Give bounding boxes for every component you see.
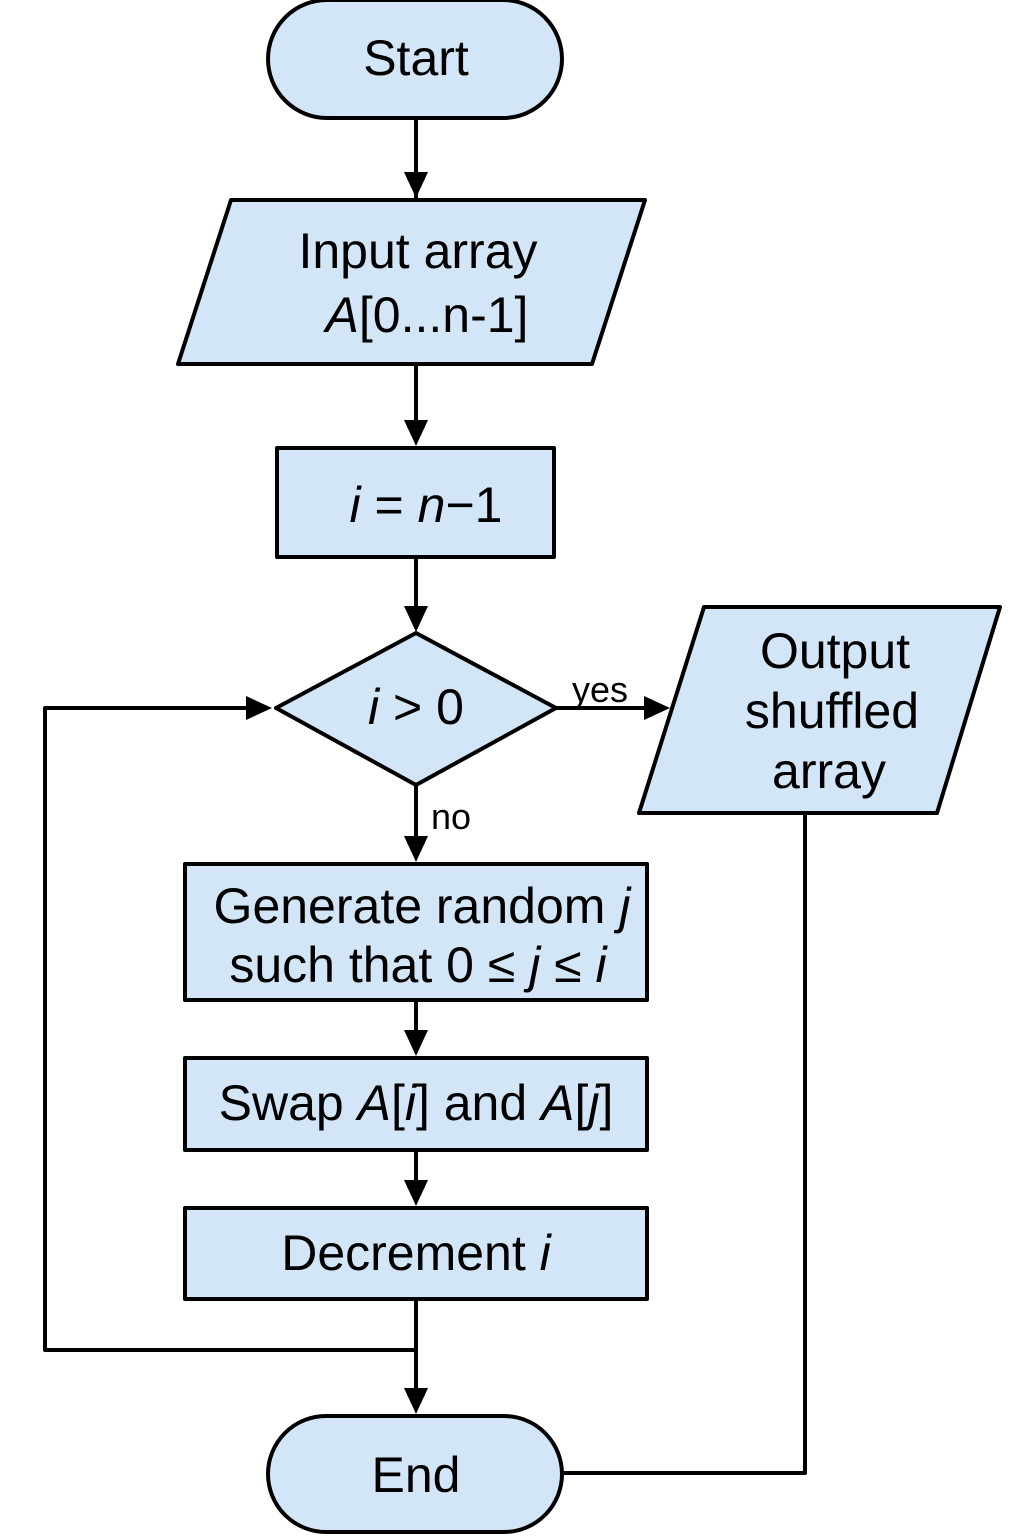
- input-label-line2: A[0...n-1]: [323, 287, 529, 343]
- swap-process-shape: [183, 1056, 649, 1152]
- decrement-label: Decrement i: [281, 1225, 552, 1281]
- node-generate: Generate random j such that 0 ≤ j ≤ i: [183, 862, 649, 1002]
- node-init: i = n−1: [275, 446, 556, 559]
- arrow-generate-to-swap: [404, 1030, 428, 1056]
- swap-label: Swap A[i] and A[j]: [219, 1075, 614, 1131]
- node-start: Start: [266, 0, 564, 120]
- edges: yes no: [43, 118, 807, 1475]
- node-end: End: [266, 1414, 564, 1534]
- output-label-line3: array: [772, 743, 886, 799]
- edge-loop-back: [43, 706, 416, 1352]
- arrow-swap-to-decrement: [404, 1180, 428, 1206]
- init-process-shape: [275, 446, 556, 559]
- input-parallelogram: [176, 198, 647, 366]
- end-terminal-shape: [266, 1414, 564, 1534]
- node-decrement: Decrement i: [183, 1206, 649, 1301]
- no-label: no: [431, 796, 471, 837]
- arrow-decision-yes: [644, 696, 670, 720]
- arrow-loop-back: [246, 696, 272, 720]
- decision-diamond: [274, 631, 558, 787]
- arrow-decrement-to-end: [404, 1388, 428, 1414]
- node-input: Input array A[0...n-1]: [176, 198, 647, 366]
- arrow-input-to-init: [404, 420, 428, 446]
- generate-process-shape: [183, 862, 649, 1002]
- node-swap: Swap A[i] and A[j]: [183, 1056, 649, 1152]
- start-label: Start: [363, 30, 469, 86]
- node-decision: i > 0: [274, 631, 558, 787]
- decrement-process-shape: [183, 1206, 649, 1301]
- arrow-decision-no: [404, 836, 428, 862]
- edge-output-to-end: [562, 813, 807, 1475]
- output-label-line2: shuffled: [745, 683, 919, 739]
- generate-label-line1: Generate random j: [214, 878, 633, 934]
- output-parallelogram: [637, 605, 1002, 815]
- output-label-line1: Output: [760, 623, 910, 679]
- input-label-line1: Input array: [298, 223, 537, 279]
- start-terminal-shape: [266, 0, 564, 120]
- generate-label-line2: such that 0 ≤ j ≤ i: [229, 937, 608, 993]
- arrow-start-to-input: [404, 172, 428, 198]
- decision-label: i > 0: [368, 679, 464, 735]
- yes-label: yes: [572, 669, 628, 710]
- init-label: i = n−1: [350, 477, 503, 533]
- end-label: End: [372, 1447, 461, 1503]
- arrow-init-to-decision: [404, 606, 428, 632]
- node-output: Output shuffled array: [637, 605, 1002, 815]
